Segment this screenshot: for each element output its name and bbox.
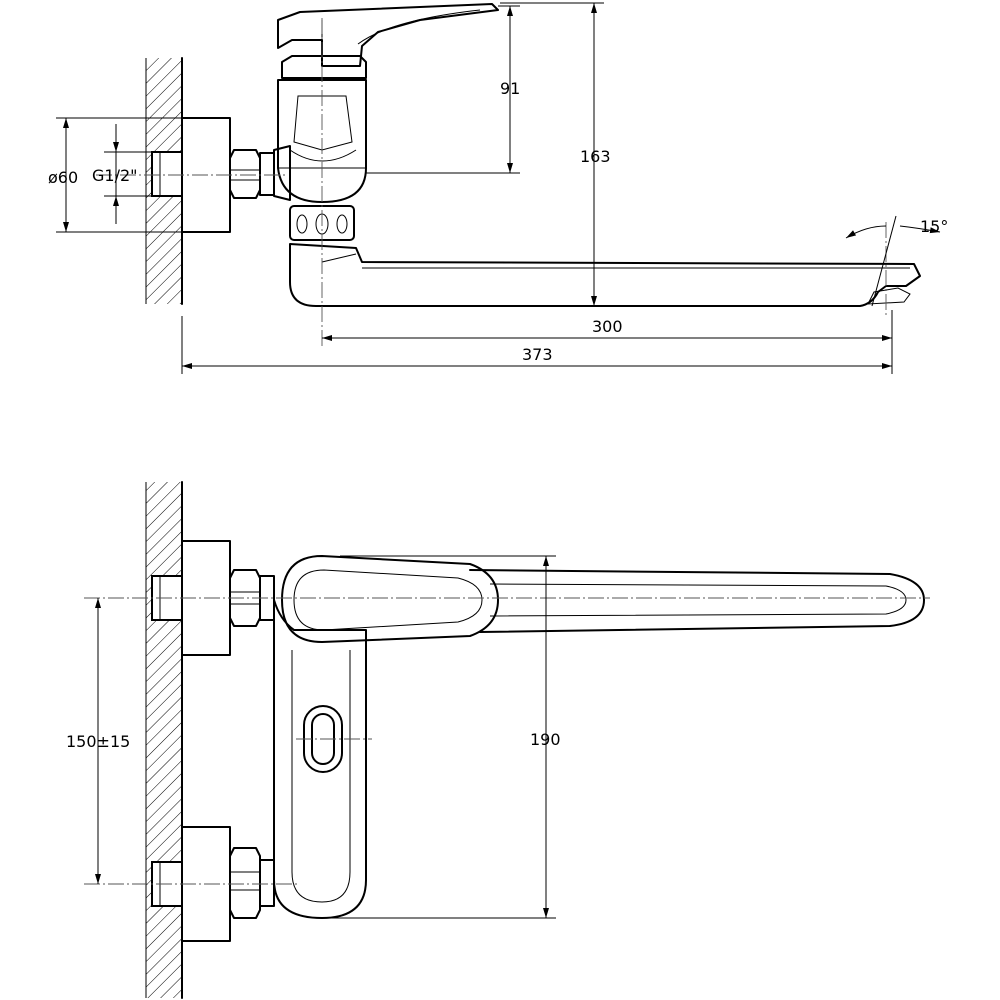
dimension-thread: G1/2" [92,124,152,224]
spout-side [289,243,921,307]
label-thread: G1/2" [92,166,138,185]
eccentric-nut-side [229,145,291,201]
side-view: 91 163 ø60 G1/2" 300 [48,2,948,374]
label-angle-15: 15° [920,217,948,236]
dimension-150: 150±15 [66,598,130,884]
label-163: 163 [580,147,611,166]
lever-handle-top[interactable] [281,555,499,643]
label-373: 373 [522,345,553,364]
dimension-angle-15: 15° [845,215,948,307]
spout-top [469,569,925,633]
dimension-diameter-60: ø60 [48,117,182,233]
top-view: 150±15 190 [66,481,930,999]
inlet-pipe-side [151,151,183,197]
cartridge-cap-side [281,55,367,79]
label-300: 300 [592,317,623,336]
dimension-190: 190 [330,555,561,919]
valve-body-top [273,599,367,919]
dimension-373: 373 [181,316,893,374]
label-150: 150±15 [66,732,130,751]
wall-top [145,481,183,999]
label-91: 91 [500,79,520,98]
dimension-300: 300 [322,310,893,348]
label-190: 190 [530,730,561,749]
dimension-91: 91 [366,5,520,174]
dimension-163: 163 [500,2,611,306]
label-diameter-60: ø60 [48,168,78,187]
diverter-knob-top[interactable] [296,705,372,773]
